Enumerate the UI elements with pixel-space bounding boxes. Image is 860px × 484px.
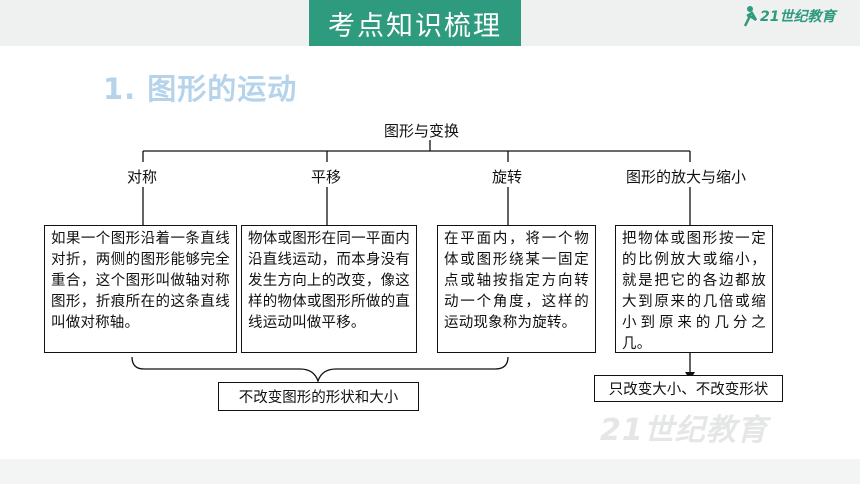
description-box-rotation: 在平面内，将一个物体或图形绕某一固定点或轴按指定方向转动一个角度，这样的运动现象… [437,225,596,353]
description-box-scaling: 把物体或图形按一定的比例放大或缩小，就是把它的各边都放大到原来的几倍或缩小到原来… [615,225,773,353]
diagram-root: 图形与变换 [384,122,460,140]
footer-band [0,459,860,484]
branch-label-rotation: 旋转 [492,168,523,186]
page-title: 考点知识梳理 [328,10,502,42]
description-box-symmetry: 如果一个图形沿着一条直线对折，两侧的图形能够完全重合，这个图形叫做轴对称图形，折… [44,225,237,353]
branch-label-translation: 平移 [311,168,342,186]
branch-label-symmetry: 对称 [127,168,158,186]
logo-text: 21世纪教育 [760,9,836,25]
section-heading: 1. 图形的运动 [103,72,298,106]
runner-logo-icon [743,6,758,27]
watermark: 21世纪教育 [600,413,768,448]
summary-box-rigid-motion: 不改变图形的形状和大小 [218,382,419,411]
branch-label-scaling: 图形的放大与缩小 [626,168,747,186]
title-banner: 考点知识梳理 [309,0,521,46]
summary-box-scaling: 只改变大小、不改变形状 [594,375,783,402]
description-box-translation: 物体或图形在同一平面内沿直线运动，而本身没有发生方向上的改变，像这样的物体或图形… [241,225,417,353]
